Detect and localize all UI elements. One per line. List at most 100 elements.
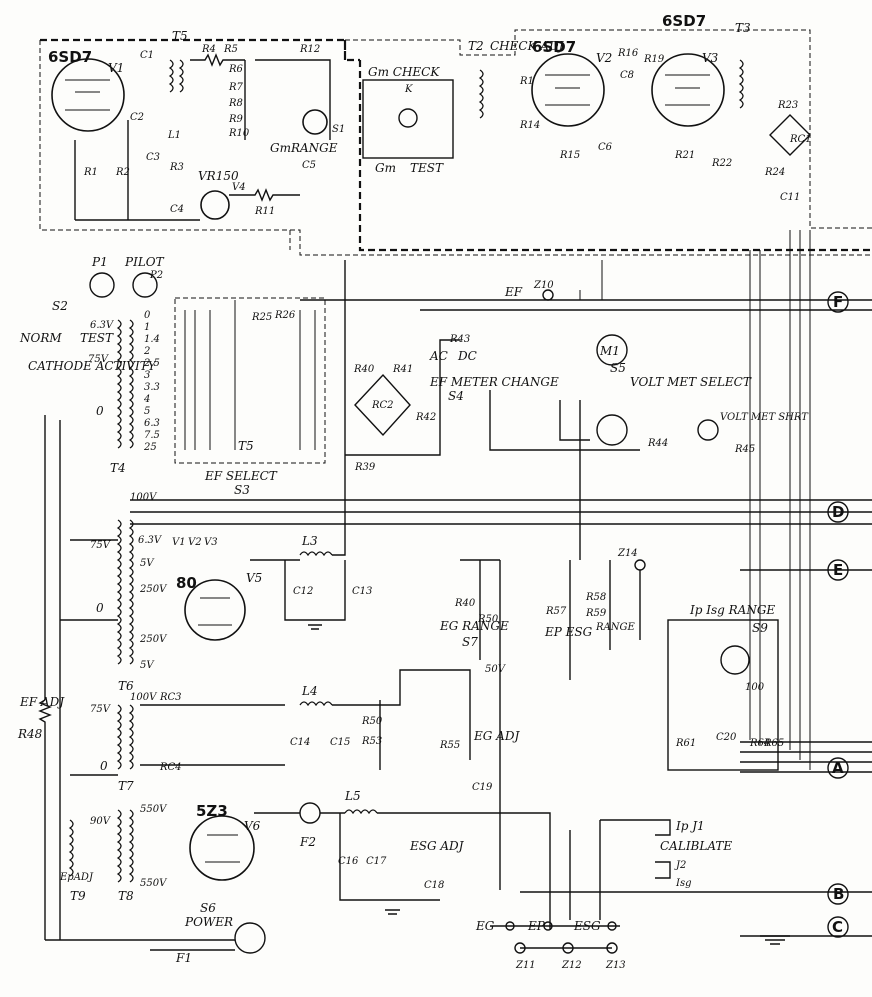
- power-plug: [234, 922, 266, 954]
- r65-label: R65: [763, 738, 784, 749]
- t8-label: T8: [118, 889, 134, 903]
- svg-text:1: 1: [144, 322, 150, 333]
- svg-text:2.5: 2.5: [143, 358, 160, 369]
- r21-label: R21: [674, 150, 695, 161]
- v2-type-label: 6SD7: [532, 38, 576, 56]
- bus-a: [740, 741, 872, 773]
- t4-63v-label: 6.3V: [90, 320, 115, 331]
- c13-label: C13: [352, 586, 372, 597]
- gm-bridge-lamp: [398, 108, 418, 128]
- ef-label: EF: [504, 285, 523, 299]
- c14-label: C14: [290, 737, 310, 748]
- eg-r40-label: R40: [454, 598, 476, 609]
- switch-s9: [720, 645, 750, 675]
- r50-label: R50: [477, 614, 499, 625]
- v6-type-label: 5Z3: [196, 802, 228, 820]
- rc4-label: RC4: [159, 762, 182, 773]
- svg-text:B: B: [833, 885, 844, 903]
- t6-250v-b-label: 250V: [139, 634, 168, 645]
- ground-symbol-2: [385, 909, 400, 915]
- c15-label: C15: [330, 737, 350, 748]
- svg-text:25: 25: [143, 442, 157, 453]
- r25-label: R25: [251, 312, 272, 323]
- r5-label: R5: [223, 44, 238, 55]
- svg-text:7.5: 7.5: [144, 430, 160, 441]
- v3-type-label: 6SD7: [662, 12, 706, 30]
- switch-s1: [302, 109, 328, 135]
- f1-label: F1: [175, 951, 192, 965]
- t4-label: T4: [110, 461, 126, 475]
- tube-v3: [651, 53, 725, 127]
- r24-label: R24: [764, 167, 785, 178]
- bridge-rc2: [354, 373, 411, 437]
- r15-label: R15: [559, 150, 580, 161]
- test-label: TEST: [410, 161, 444, 175]
- r13-label: R13: [519, 76, 540, 87]
- r41-label: R41: [392, 364, 413, 375]
- svg-text:D: D: [832, 503, 844, 521]
- l1-label: L1: [167, 130, 181, 141]
- wire-meter-select: [489, 390, 640, 451]
- c12-label: C12: [293, 586, 313, 597]
- terminal-c: C: [827, 916, 849, 938]
- c8-label: C8: [620, 70, 634, 81]
- t5b-label: T5: [238, 439, 254, 453]
- p1-label: P1: [91, 255, 108, 269]
- r1-label: R1: [83, 167, 98, 178]
- z14-label: Z14: [617, 548, 638, 559]
- l5-label: L5: [344, 789, 361, 803]
- svg-text:0: 0: [144, 310, 151, 321]
- v1-type-label: 6SD7: [48, 48, 92, 66]
- vr150-label: VR150: [198, 169, 239, 183]
- tube-vr150: [200, 190, 230, 220]
- v2-ref-label: V2: [596, 51, 612, 65]
- r40-label: R40: [353, 364, 375, 375]
- esg-adj-label: ESG ADJ: [409, 839, 465, 853]
- c19-label: C19: [472, 782, 493, 793]
- c1-label: C1: [140, 50, 154, 61]
- r14-label: R14: [519, 120, 540, 131]
- ef-meter-change-label: EF METER CHANGE: [429, 375, 559, 389]
- ip-isg-range-block: [667, 619, 779, 771]
- p2-label: P2: [149, 270, 163, 281]
- svg-text:C: C: [832, 918, 843, 936]
- k-label: K: [404, 84, 413, 95]
- s6-label: S6: [200, 901, 216, 915]
- svg-text:A: A: [832, 759, 844, 777]
- ep-adj-label: EpADJ: [59, 872, 94, 883]
- terminal-a: A: [827, 757, 849, 779]
- t9-label: T9: [70, 889, 86, 903]
- r19-label: R19: [643, 54, 665, 65]
- terminal-b: B: [827, 883, 849, 905]
- jack-z14: [634, 559, 646, 571]
- svg-text:2: 2: [143, 346, 150, 357]
- terminal-f: F: [827, 291, 849, 313]
- pilot-label: PILOT: [124, 255, 165, 269]
- r44-label: R44: [647, 438, 668, 449]
- t2-label: T2: [468, 39, 484, 53]
- v5-ref-label: V5: [246, 571, 262, 585]
- t7-75v-label: 75V: [90, 704, 112, 715]
- wire-bias: [140, 704, 285, 766]
- ip-j1-label: Ip J1: [675, 819, 705, 833]
- r23-label: R23: [777, 100, 798, 111]
- tube-v1: [51, 58, 125, 132]
- transformer-t4: [116, 319, 134, 449]
- c4-label: C4: [170, 204, 184, 215]
- range-label: RANGE: [595, 622, 635, 633]
- r11-label: R11: [254, 206, 275, 217]
- transformer-t5: [168, 59, 184, 93]
- r10-label: R10: [228, 128, 250, 139]
- t7-zero-label: 0: [100, 759, 108, 773]
- eg-jack-label: EG: [475, 919, 495, 933]
- fuse-f2: [299, 802, 321, 824]
- v1-ref-label: V1: [108, 61, 124, 75]
- wire-power: [45, 939, 235, 951]
- resistor-r48: [38, 699, 52, 940]
- s3-label: S3: [234, 483, 250, 497]
- t7-100v-label: 100V: [130, 692, 158, 703]
- r4-label: R4: [201, 44, 216, 55]
- r3-label: R3: [169, 162, 184, 173]
